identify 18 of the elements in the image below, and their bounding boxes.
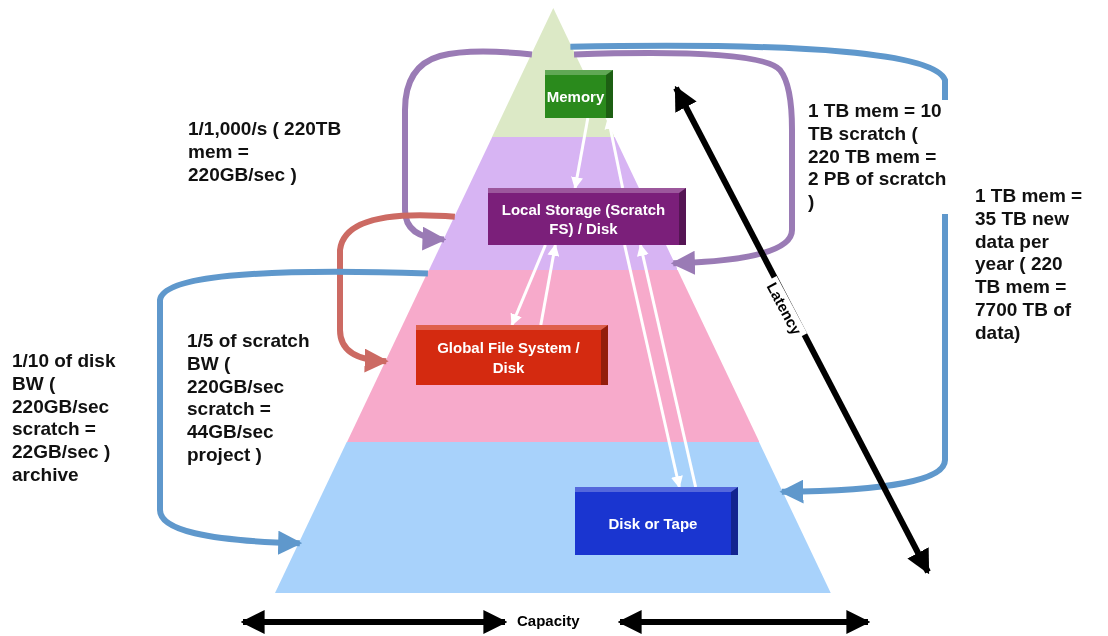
bracket-arrow	[337, 212, 455, 372]
annotation-text: 1 TB mem = 10 TB scratch ( 220 TB mem = 2 PB of scratch )	[808, 100, 948, 214]
arrow	[539, 243, 560, 326]
storage-box: Disk or Tape	[575, 487, 738, 555]
arrow	[571, 117, 590, 190]
storage-box: Memory	[545, 70, 613, 118]
storage-box: Local Storage (Scratch FS) / Disk	[488, 188, 686, 245]
bracket-arrow	[573, 50, 795, 275]
bracket-arrow	[570, 42, 948, 504]
pyramid-tier	[346, 270, 760, 442]
storage-box: Global File System / Disk	[416, 325, 608, 385]
bracket-arrow	[402, 48, 533, 250]
arrow	[637, 243, 698, 488]
arrow	[623, 244, 683, 489]
bracket-arrow	[157, 268, 428, 555]
pyramid-top	[491, 8, 615, 137]
pyramid-tier	[275, 442, 831, 593]
arrow	[510, 244, 547, 327]
